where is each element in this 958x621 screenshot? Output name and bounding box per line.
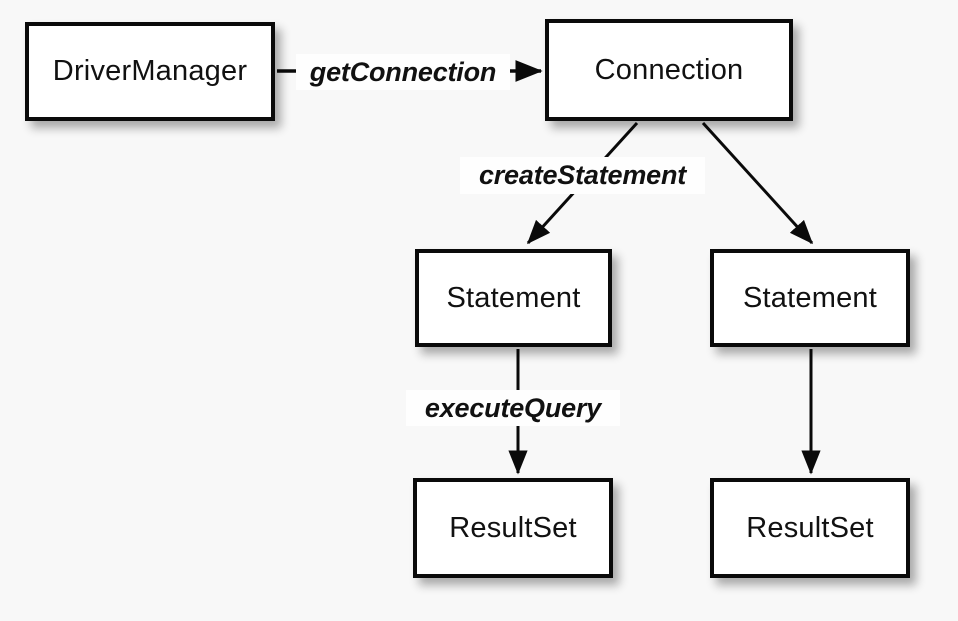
edge-label-get-connection: getConnection: [296, 54, 510, 90]
edge-label-execute-query: executeQuery: [406, 390, 620, 426]
edge-connection-to-statement-right: [701, 121, 814, 245]
node-resultset-left[interactable]: ResultSet: [413, 478, 613, 578]
node-statement-left[interactable]: Statement: [415, 249, 612, 347]
node-label-resultset-left: ResultSet: [449, 511, 577, 544]
node-connection[interactable]: Connection: [545, 19, 793, 121]
node-resultset-right[interactable]: ResultSet: [710, 478, 910, 578]
node-statement-right[interactable]: Statement: [710, 249, 910, 347]
node-label-driver-manager: DriverManager: [52, 55, 248, 87]
node-label-statement-right: Statement: [743, 281, 877, 314]
node-label-resultset-right: ResultSet: [746, 511, 874, 544]
node-label-connection: Connection: [594, 53, 744, 86]
edge-label-create-statement: createStatement: [460, 157, 705, 194]
node-label-statement-left: Statement: [446, 281, 581, 314]
node-driver-manager[interactable]: DriverManager: [25, 22, 275, 121]
